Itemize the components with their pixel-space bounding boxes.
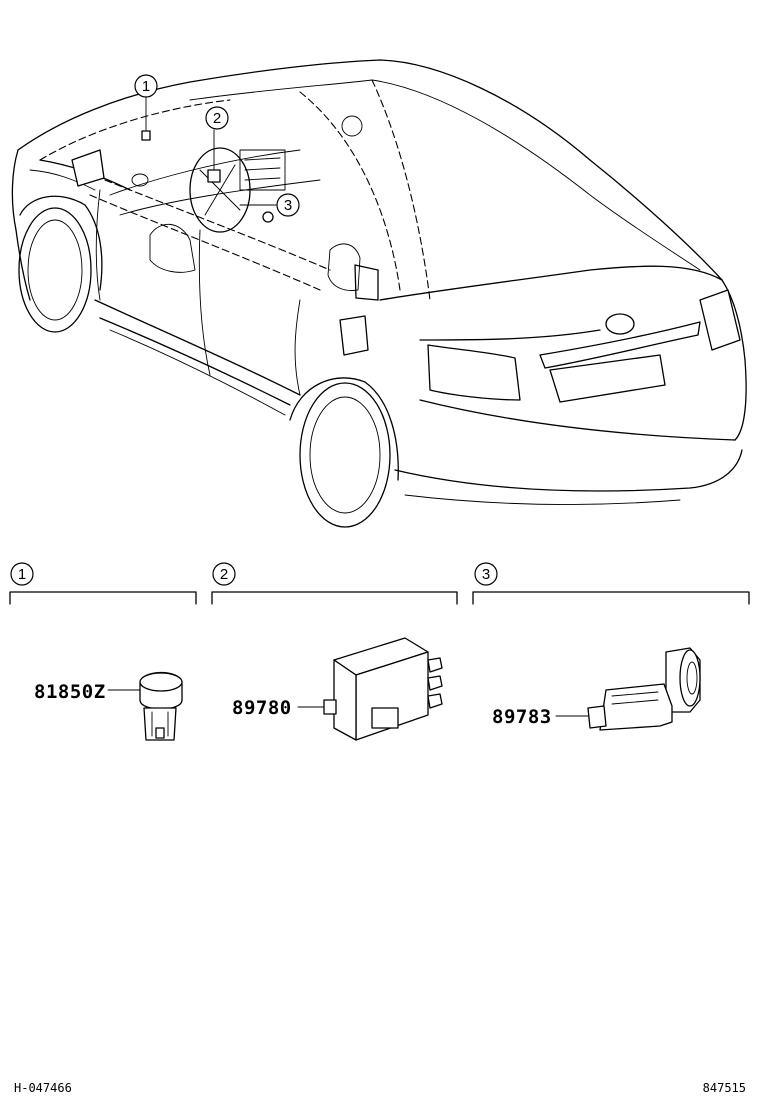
part-number-81850z: 81850Z (34, 681, 106, 703)
car-illustration (11, 59, 747, 528)
part-89783: 89783 (492, 647, 701, 731)
callout-3-label: 3 (284, 197, 292, 214)
callout-3: 3 (239, 193, 300, 217)
section-3-header: 3 (472, 562, 750, 605)
section-2-header: 2 (211, 562, 458, 605)
section-1-header: 1 (9, 562, 197, 605)
part-81850z: 81850Z (34, 671, 183, 741)
section-1-number: 1 (18, 566, 26, 583)
callout-2-label: 2 (213, 110, 221, 127)
footer-left-code: H-047466 (14, 1081, 72, 1095)
footer-right-code: 847515 (703, 1081, 746, 1095)
callout-2: 2 (205, 106, 229, 171)
part-number-89780: 89780 (232, 697, 292, 719)
callout-1-label: 1 (142, 78, 150, 95)
part-number-89783: 89783 (492, 706, 552, 728)
section-3-number: 3 (482, 566, 490, 583)
section-2-number: 2 (220, 566, 228, 583)
callout-1: 1 (134, 74, 158, 131)
part-89780: 89780 (232, 637, 443, 741)
